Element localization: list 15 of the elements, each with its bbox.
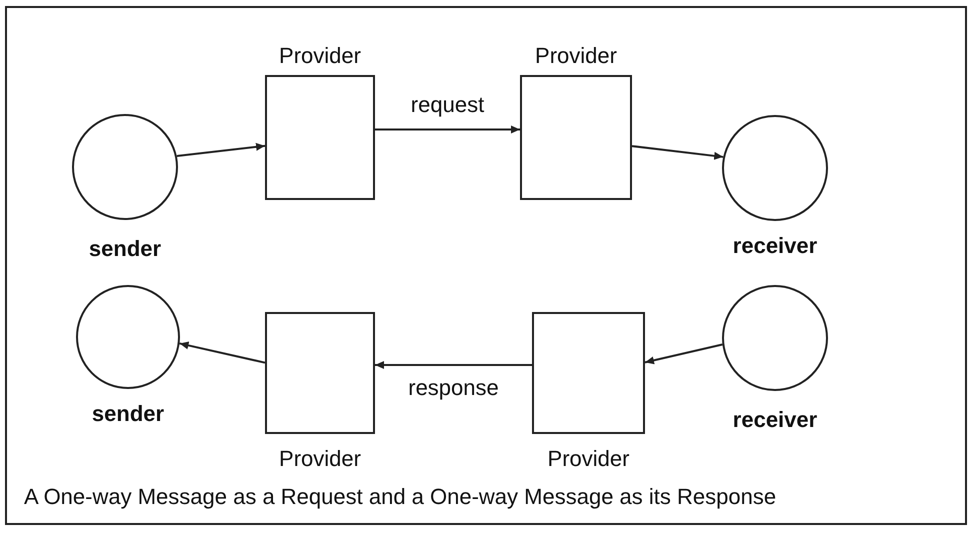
arrow bbox=[179, 342, 266, 364]
node-label: receiver bbox=[732, 233, 818, 259]
arrow bbox=[644, 344, 723, 364]
arrow bbox=[375, 126, 520, 134]
node-label: Provider bbox=[279, 43, 361, 69]
caption: A One-way Message as a Request and a One-way Message as its Response bbox=[24, 484, 776, 510]
node-label: Provider bbox=[279, 446, 361, 472]
node-label: sender bbox=[88, 236, 162, 262]
node-label: receiver bbox=[732, 407, 818, 433]
node-label: Provider bbox=[548, 446, 630, 472]
arrow bbox=[375, 361, 532, 369]
node-label: sender bbox=[92, 401, 164, 427]
arrow bbox=[632, 145, 724, 160]
arrow bbox=[176, 142, 266, 157]
node-label: Provider bbox=[535, 43, 617, 69]
